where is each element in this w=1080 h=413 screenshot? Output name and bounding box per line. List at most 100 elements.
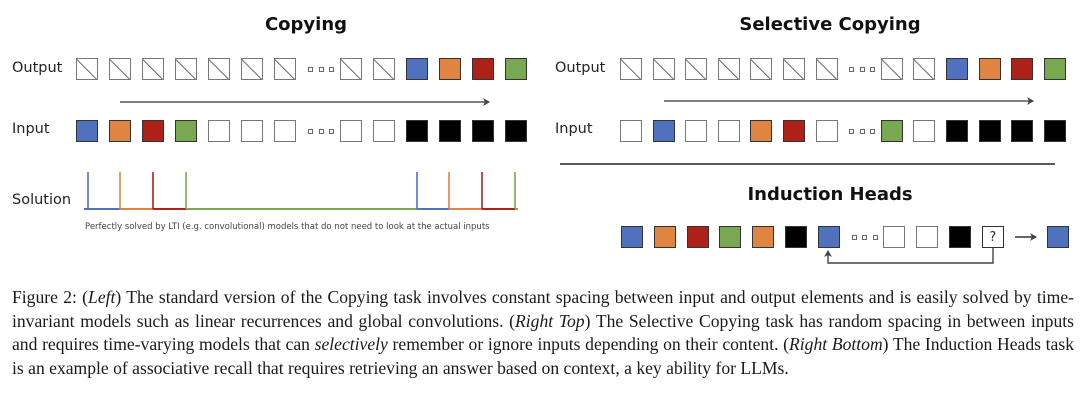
caption-part1: ) The standard version of the Copying ta…	[12, 287, 1074, 331]
solution-plot	[84, 172, 518, 210]
black-token	[946, 120, 968, 142]
green-token	[175, 120, 197, 142]
orange-token	[109, 120, 131, 142]
blue-token	[817, 226, 840, 248]
red-token	[783, 120, 805, 142]
caption-right-bottom-em: Right Bottom	[789, 334, 883, 355]
copying-input-label: Input	[12, 121, 50, 137]
copying-solution-label: Solution	[12, 192, 72, 208]
white-token	[373, 120, 395, 142]
blue-token	[76, 120, 98, 142]
blue-token	[652, 120, 675, 142]
figure-caption: Figure 2: (Left) The standard version of…	[12, 286, 1074, 380]
dot	[849, 128, 855, 134]
ellipsis-dots	[851, 226, 878, 248]
empty-output-token	[815, 58, 838, 80]
white-token	[717, 120, 740, 142]
white-token	[916, 226, 939, 248]
orange-token	[752, 226, 775, 248]
empty-output-token	[175, 58, 197, 80]
dot	[851, 234, 857, 240]
black-token	[785, 226, 807, 248]
red-token	[686, 226, 709, 248]
empty-output-token	[142, 58, 164, 80]
ellipsis-dots	[849, 120, 876, 142]
dot	[318, 128, 324, 134]
caption-part2: ) The Selective Copying task has random …	[12, 310, 1074, 355]
green-token	[1043, 58, 1066, 80]
caption-left-em: Left	[88, 287, 116, 307]
dot	[308, 128, 313, 134]
selective-input-label: Input	[555, 121, 593, 137]
black-token	[978, 120, 1001, 142]
green-token	[880, 120, 903, 142]
empty-output-token	[241, 58, 263, 80]
empty-output-token	[76, 58, 98, 80]
orange-token	[439, 58, 461, 80]
green-token	[719, 226, 742, 248]
copying-output-label: Output	[12, 60, 63, 76]
empty-output-token	[783, 58, 805, 80]
blue-token	[621, 226, 643, 248]
black-token	[505, 120, 527, 142]
dot	[862, 234, 868, 240]
caption-paragraph: Figure 2: (Left) The standard version of…	[12, 286, 1074, 380]
black-token	[1043, 120, 1066, 142]
selective-output-label: Output	[555, 60, 606, 76]
dot	[318, 66, 324, 72]
dot	[870, 66, 876, 72]
white-token	[815, 120, 838, 142]
white-token	[685, 120, 708, 142]
empty-output-token	[913, 58, 936, 80]
dot	[859, 128, 865, 134]
query-token: ?	[981, 226, 1004, 248]
red-token	[1011, 58, 1034, 80]
white-token	[208, 120, 230, 142]
black-token	[472, 120, 494, 142]
white-token	[913, 120, 936, 142]
orange-token	[978, 58, 1001, 80]
empty-output-token	[652, 58, 675, 80]
empty-output-token	[750, 58, 773, 80]
empty-output-token	[274, 58, 296, 80]
ellipsis-dots	[308, 58, 334, 80]
caption-prefix: Figure 2: (	[12, 287, 89, 307]
dot	[329, 66, 334, 72]
ellipsis-dots	[308, 120, 334, 142]
empty-output-token	[620, 58, 642, 80]
caption-part3: remember or ignore inputs depending on t…	[387, 334, 790, 355]
empty-output-token	[208, 58, 230, 80]
empty-output-token	[717, 58, 740, 80]
copying-title: Copying	[264, 14, 348, 35]
orange-token	[653, 226, 676, 248]
answer-token	[1047, 226, 1069, 248]
black-token	[406, 120, 428, 142]
blue-token	[406, 58, 428, 80]
dot	[859, 66, 865, 72]
green-token	[505, 58, 527, 80]
red-token	[472, 58, 494, 80]
black-token	[949, 226, 971, 248]
empty-output-token	[340, 58, 362, 80]
empty-output-token	[109, 58, 131, 80]
caption-selectively-em: selectively	[314, 334, 388, 355]
selective-copying-title: Selective Copying	[739, 14, 921, 35]
ellipsis-dots	[849, 58, 876, 80]
dot	[870, 128, 876, 134]
white-token	[340, 120, 362, 142]
dot	[872, 234, 878, 240]
copying-note: Perfectly solved by LTI (e.g. convolutio…	[85, 222, 490, 232]
black-token	[439, 120, 461, 142]
white-token	[620, 120, 642, 142]
dot	[308, 66, 313, 72]
red-token	[142, 120, 164, 142]
dot	[329, 128, 334, 134]
dot	[849, 66, 855, 72]
white-token	[241, 120, 263, 142]
white-token	[883, 226, 906, 248]
blue-token	[946, 58, 968, 80]
orange-token	[750, 120, 773, 142]
induction-heads-title: Induction Heads	[747, 184, 913, 205]
empty-output-token	[685, 58, 708, 80]
